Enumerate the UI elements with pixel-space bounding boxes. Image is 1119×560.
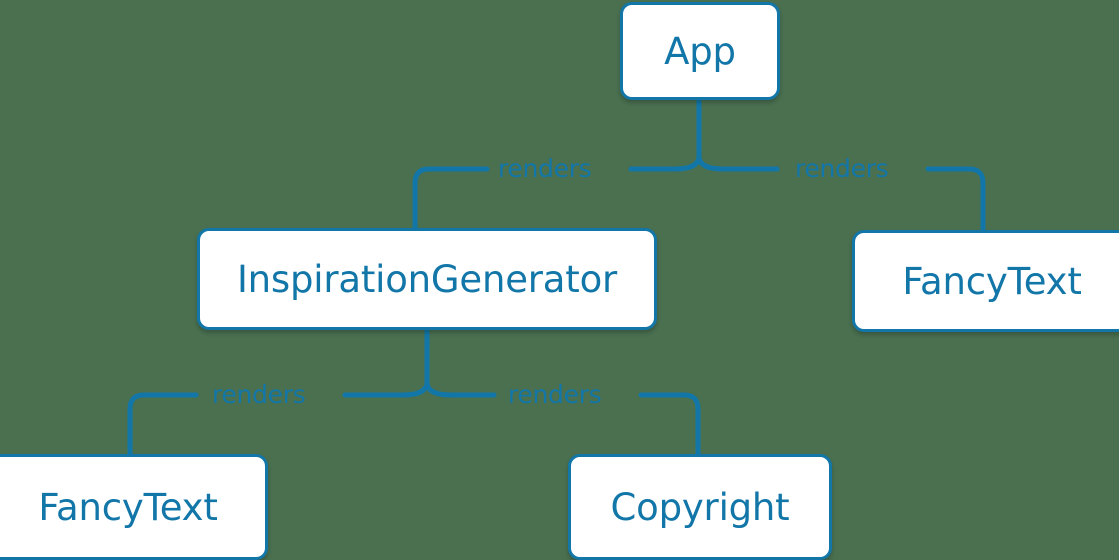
edge-inspirationgenerator-to-fancytext-elbow bbox=[127, 392, 199, 457]
node-copyright[interactable]: Copyright bbox=[568, 454, 832, 560]
node-fancytext-right[interactable]: FancyText bbox=[852, 230, 1119, 332]
edge-app-junction bbox=[672, 157, 726, 172]
node-fancytext-bottom[interactable]: FancyText bbox=[0, 454, 268, 560]
edge-label-app-to-fancytext: renders bbox=[795, 154, 889, 183]
edge-label-inspirationgenerator-to-fancytext: renders bbox=[212, 380, 306, 409]
node-inspirationgenerator[interactable]: InspirationGenerator bbox=[197, 228, 657, 330]
edge-label-app-to-inspirationgenerator: renders bbox=[498, 154, 592, 183]
edge-app-to-inspirationgenerator-elbow bbox=[412, 166, 490, 231]
edge-app-to-fancytext-elbow bbox=[925, 166, 986, 233]
edge-inspirationgenerator-to-copyright-elbow bbox=[638, 392, 701, 457]
edge-label-inspirationgenerator-to-copyright: renders bbox=[508, 380, 602, 409]
node-app[interactable]: App bbox=[620, 2, 780, 100]
edge-inspirationgenerator-junction bbox=[400, 383, 454, 398]
